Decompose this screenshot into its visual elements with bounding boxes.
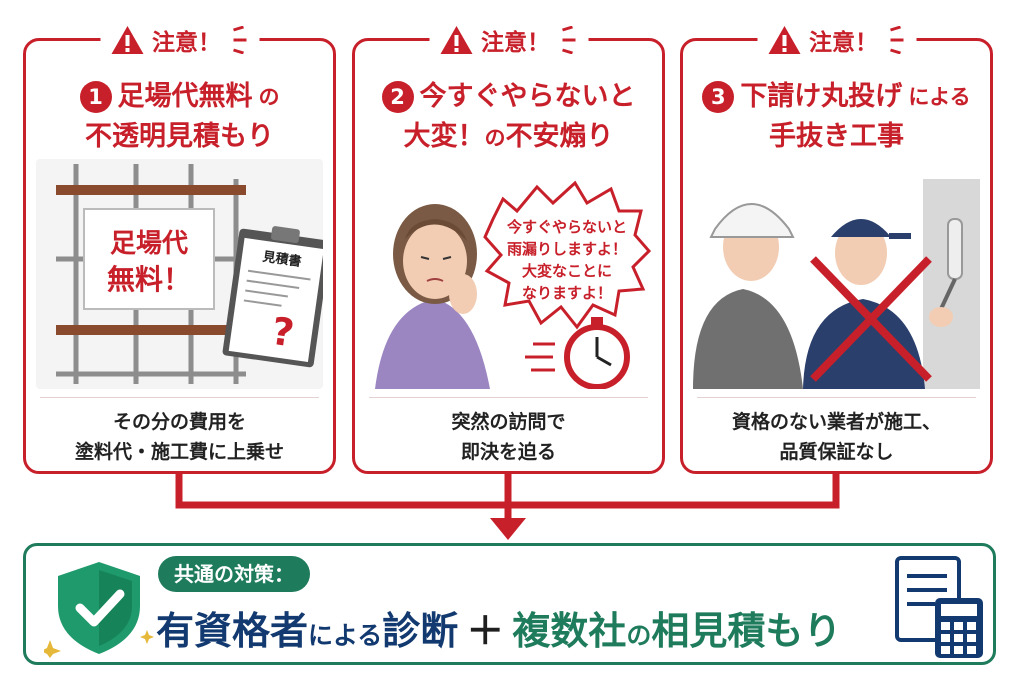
caution-header: 注意！ — [100, 19, 259, 61]
worried-woman-illustration: 今すぐやらないと 雨漏りしますよ！ 大変なことに なりますよ！ — [375, 180, 652, 389]
solution-panel: 共通の対策： 有資格者 による 診断 ＋ 複数社 の 相見積もり — [23, 543, 996, 665]
divider — [369, 397, 648, 398]
speech-line-4: なりますよ！ — [522, 284, 612, 302]
workers-illustration — [693, 179, 980, 389]
sign-text-2: 無料！ — [107, 263, 191, 296]
caution-label: 注意！ — [152, 30, 221, 56]
scaffold-illustration: 足場代 無料！ 見積書 ? — [36, 159, 323, 389]
warning-icon — [768, 26, 800, 54]
doc-title: 見積書 — [261, 249, 303, 270]
document-calculator-icon — [895, 556, 983, 658]
solution-label: 共通の対策： — [158, 556, 310, 592]
number-badge: 2 — [381, 81, 414, 113]
speech-line-1: 今すぐやらないと — [506, 218, 627, 236]
alert-rays-icon — [232, 26, 246, 54]
card-description: 資格のない業者が施工、 品質保証なし — [731, 411, 941, 463]
warning-icon — [111, 26, 143, 54]
number-badge: 1 — [79, 81, 112, 113]
divider — [697, 397, 976, 398]
caution-header: 注意！ — [429, 19, 588, 61]
alert-rays-icon — [561, 26, 575, 54]
calculator-icon — [935, 598, 983, 658]
warning-icon — [440, 26, 472, 54]
card-description: その分の費用を 塗料代・施工費に上乗せ — [74, 411, 284, 463]
solution-text: 有資格者 による 診断 ＋ 複数社 の 相見積もり — [156, 609, 842, 653]
shield-check-icon — [44, 562, 154, 658]
alert-rays-icon — [889, 26, 903, 54]
speech-line-3: 大変なことに — [522, 262, 612, 280]
stopwatch-icon — [525, 317, 630, 389]
card-description: 突然の訪問で 即決を迫る — [451, 411, 566, 463]
caution-label: 注意！ — [481, 30, 550, 56]
sign-text-1: 足場代 — [110, 229, 188, 259]
number-badge: 3 — [702, 81, 735, 113]
divider — [40, 397, 319, 398]
speech-line-2: 雨漏りしますよ！ — [507, 240, 627, 258]
caution-header: 注意！ — [757, 19, 916, 61]
caution-label: 注意！ — [809, 30, 878, 56]
